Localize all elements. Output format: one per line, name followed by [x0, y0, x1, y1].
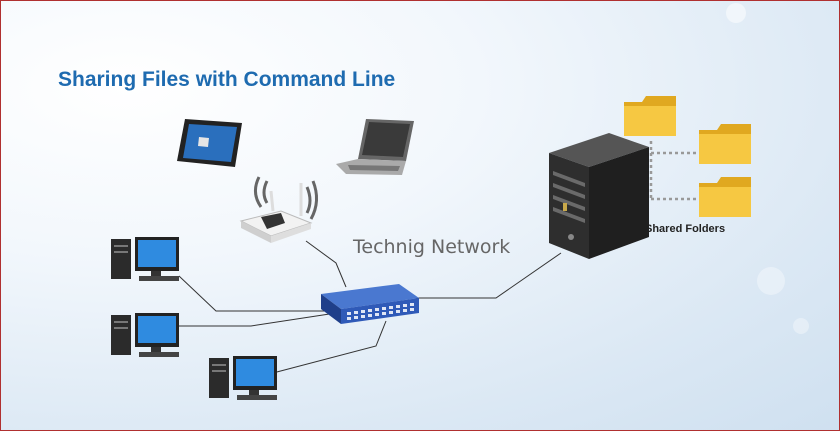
folder-icon: [699, 177, 751, 217]
laptop-icon: [336, 119, 414, 175]
page-title: Sharing Files with Command Line: [58, 68, 396, 91]
desktop-computer-icon: [111, 313, 179, 357]
folder-icon: [699, 124, 751, 164]
folder-links: [649, 141, 701, 201]
tablet-icon: [177, 119, 242, 167]
desktop-computer-icon: [209, 356, 277, 400]
server-icon: [549, 133, 649, 259]
network-cables: [178, 240, 562, 374]
shared-folders-label: Shared Folders: [645, 223, 726, 235]
wifi-router-icon: [239, 176, 318, 243]
folder-icon: [624, 96, 676, 136]
desktop-computer-icon: [111, 237, 179, 281]
network-label: Technig Network: [353, 236, 511, 258]
network-switch-icon: [321, 284, 419, 324]
